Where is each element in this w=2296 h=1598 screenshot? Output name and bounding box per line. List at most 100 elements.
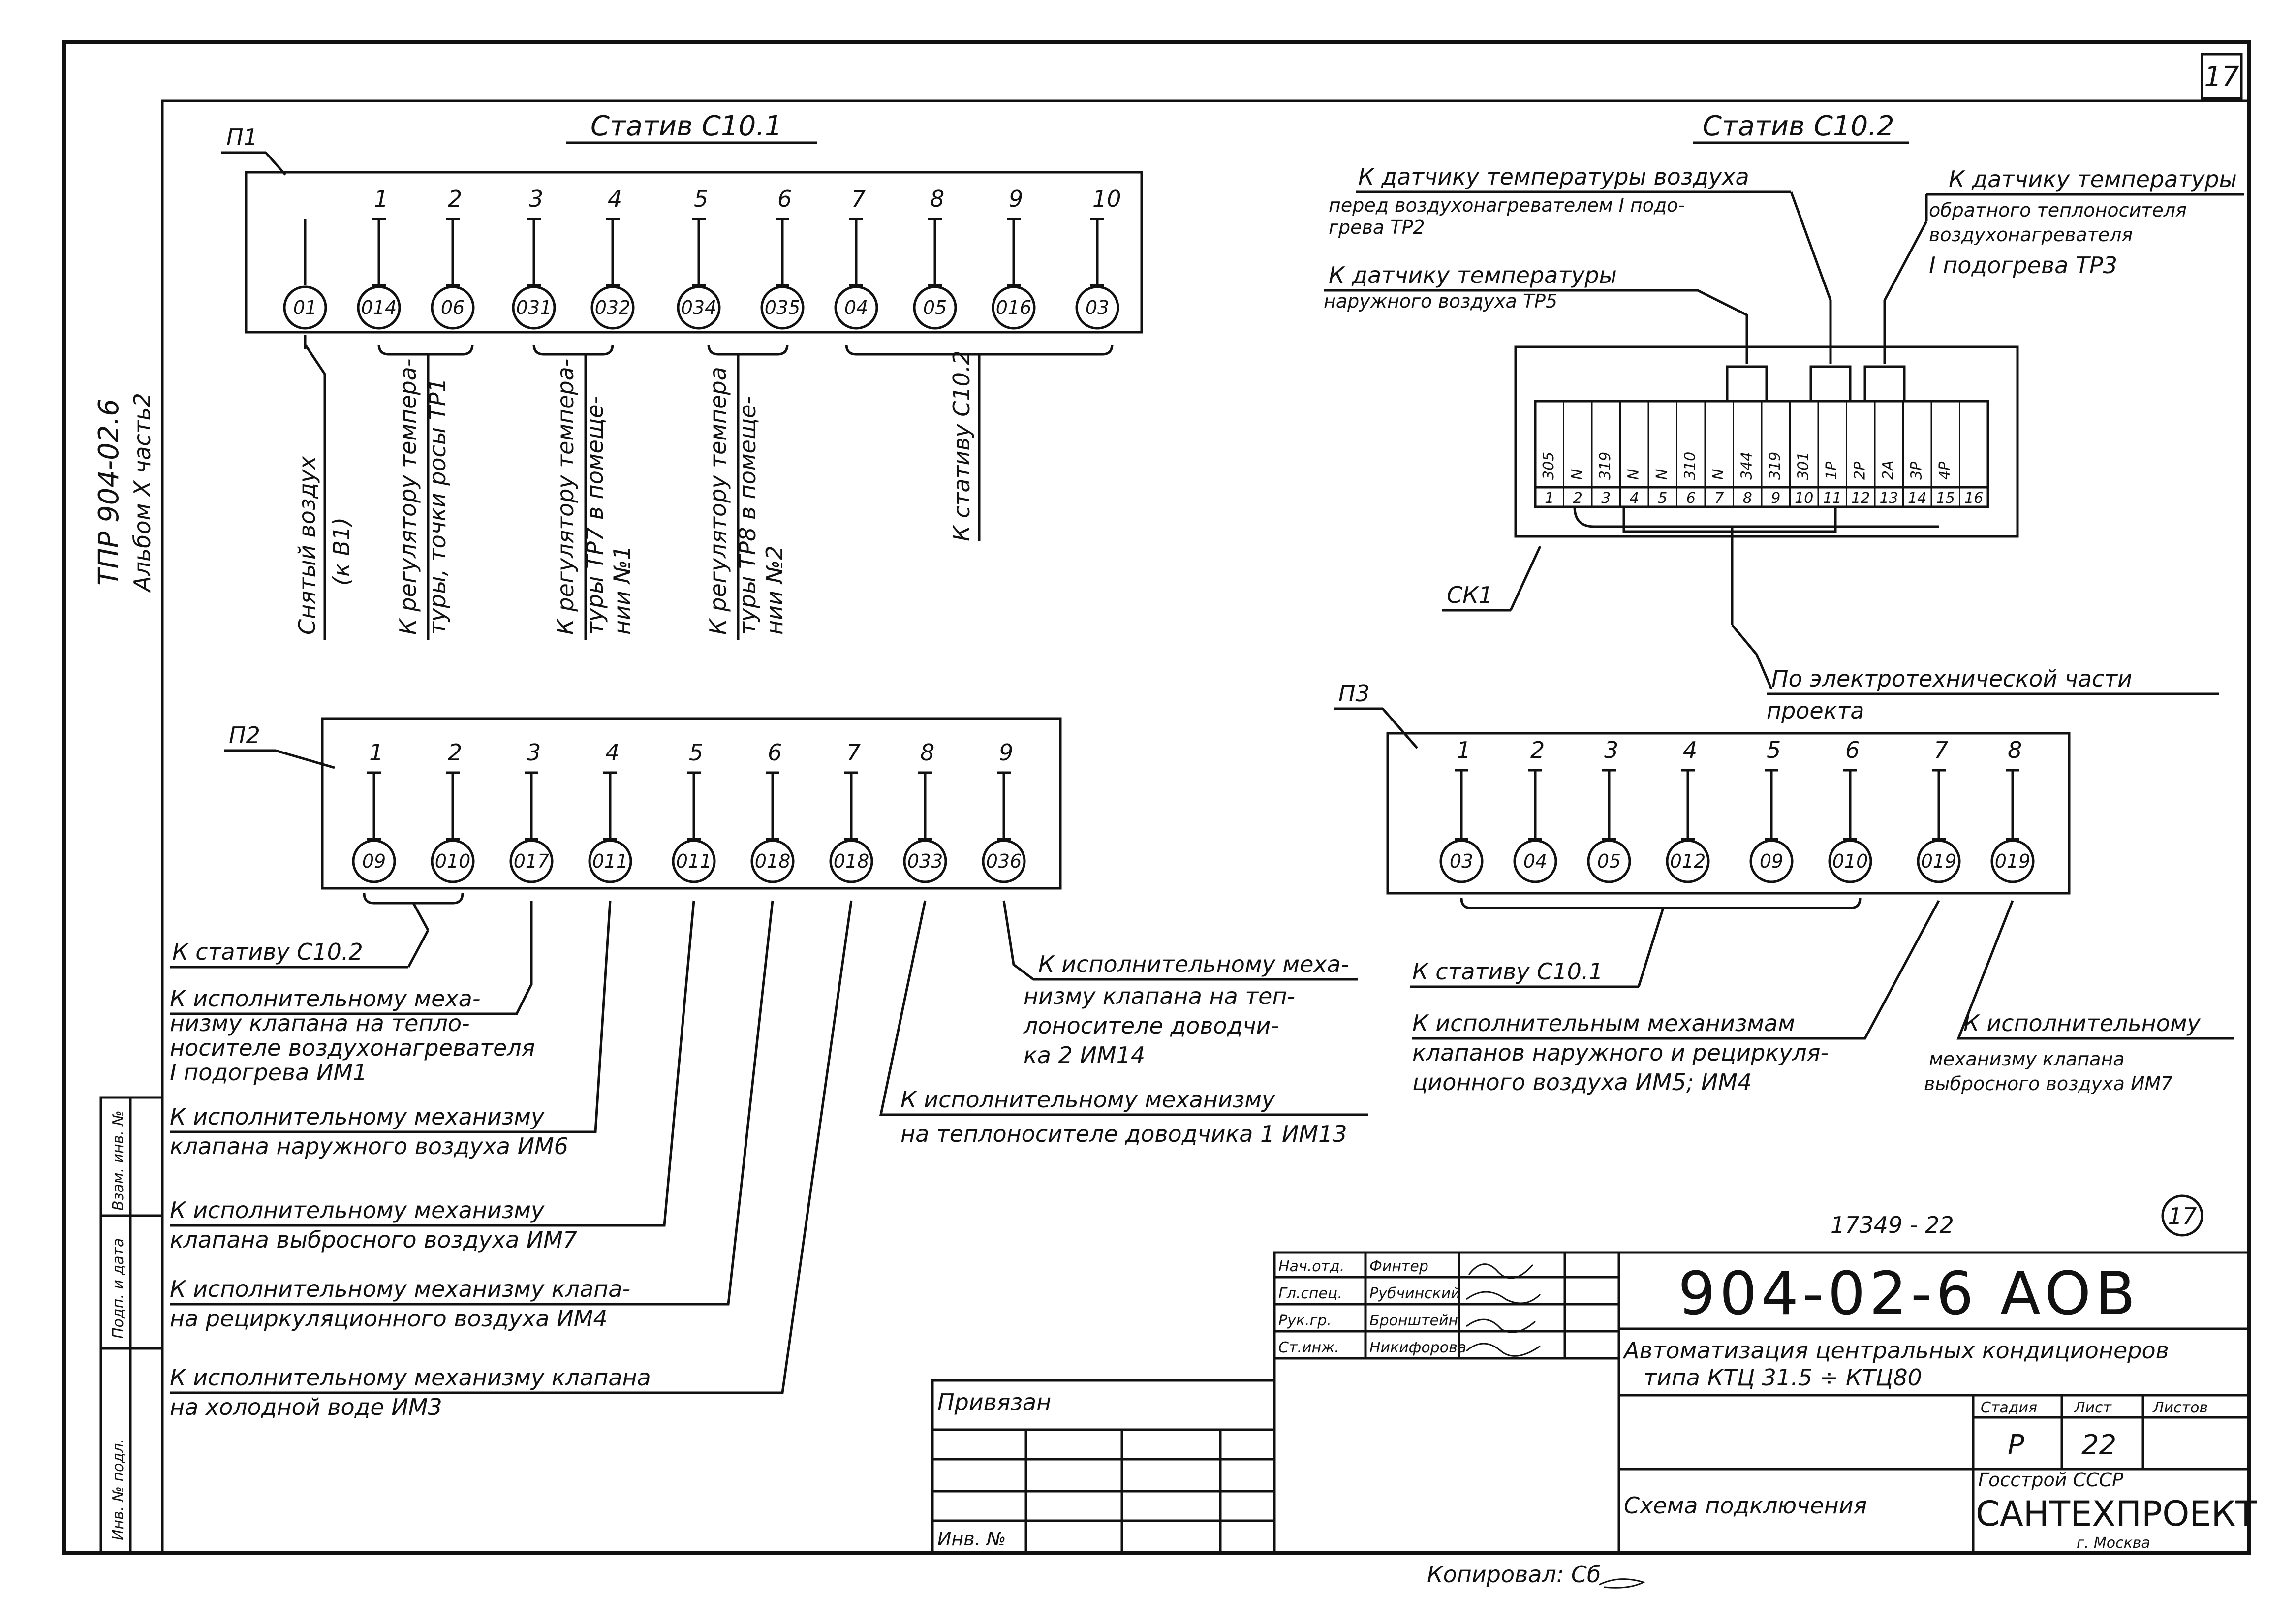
circuit-marker [1439, 839, 1484, 883]
circuit-label: 034 [681, 297, 717, 318]
terminal-number: 4 [608, 186, 622, 212]
circuit-label: 032 [595, 297, 631, 318]
circuit-marker [750, 839, 795, 883]
svg-text:К исполнительному механизму кл: К исполнительному механизму клапа- [170, 1276, 630, 1302]
svg-text:грева ТР2: грева ТР2 [1329, 217, 1425, 238]
terminal-number: 4 [1683, 737, 1697, 763]
svg-text:г. Москва: г. Москва [2077, 1535, 2150, 1552]
circuit-label: 018 [755, 850, 791, 872]
circuit-marker [1666, 839, 1710, 883]
svg-text:Бронштейн: Бронштейн [1369, 1312, 1458, 1329]
svg-text:(к В1): (к В1) [328, 517, 355, 586]
p3-frame [1386, 732, 2071, 895]
svg-text:I подогрева ТР3: I подогрева ТР3 [1929, 252, 2117, 279]
circuit-marker [1749, 839, 1794, 883]
svg-text:Листов: Листов [2152, 1399, 2208, 1416]
circuit-label: 017 [514, 850, 550, 872]
terminal-code: 319 [1767, 452, 1784, 480]
terminal-number: 5 [1767, 737, 1781, 763]
terminal-number: 1 [374, 186, 388, 212]
svg-text:По электротехнической части: По электротехнической части [1771, 665, 2132, 692]
svg-text:носителе воздухонагревателя: носителе воздухонагревателя [170, 1034, 535, 1061]
circuit-label: 036 [986, 850, 1022, 872]
circuit-marker [982, 839, 1026, 883]
circuit-label: 09 [1760, 850, 1783, 872]
c102-title: Статив С10.2 [1703, 110, 1894, 142]
circuit-marker [992, 285, 1036, 330]
side-strip: Взам. инв. № Подп. и дата Инв. № подл. [99, 1096, 164, 1554]
svg-text:низму клапана на тепло-: низму клапана на тепло- [170, 1010, 470, 1036]
terminal-number: 9 [1009, 186, 1023, 212]
circuit-label: 019 [1995, 850, 2031, 872]
svg-text:Ст.инж.: Ст.инж. [1278, 1339, 1339, 1356]
terminal-code: N [1625, 469, 1642, 480]
svg-text:Гл.спец.: Гл.спец. [1278, 1285, 1342, 1302]
svg-text:К регулятору темпера-: К регулятору темпера- [552, 359, 579, 635]
sheet-mark-box [2201, 53, 2243, 100]
p3-to-stand: К стативу С10.1 [1412, 958, 1603, 985]
circuit-label: 01 [293, 297, 317, 318]
p2-tag: П2 [229, 722, 260, 749]
terminal-code: 301 [1795, 452, 1812, 480]
svg-text:К исполнительному механизму кл: К исполнительному механизму клапана [170, 1364, 651, 1391]
circuit-marker [1917, 839, 1961, 883]
terminal-number: 5 [694, 186, 708, 212]
circuit-label: 05 [1597, 850, 1621, 872]
svg-text:Госстрой СССР: Госстрой СССР [1978, 1469, 2123, 1491]
terminal-index: 1 [1545, 490, 1554, 507]
svg-text:Нач.отд.: Нач.отд. [1278, 1258, 1344, 1275]
p3-tag: П3 [1338, 680, 1370, 707]
terminal-code: 310 [1681, 452, 1699, 480]
p1-tag: П1 [226, 124, 258, 151]
terminal-code: 305 [1540, 452, 1557, 480]
circuit-marker [512, 285, 556, 330]
terminal-number: 2 [448, 739, 462, 766]
terminal-number: 6 [768, 739, 782, 766]
copied-by: Копировал: Сб [1427, 1561, 1601, 1588]
circuit-marker [903, 839, 947, 883]
svg-text:К исполнительному механизму: К исполнительному механизму [900, 1086, 1275, 1113]
circuit-label: 06 [441, 297, 465, 318]
circuit-label: 011 [676, 850, 712, 872]
p2-frame [321, 717, 1062, 890]
terminal-number: 9 [999, 739, 1013, 766]
terminal-index: 6 [1686, 490, 1696, 507]
terminal-index: 3 [1601, 490, 1611, 507]
svg-text:типа КТЦ 31.5 ÷ КТЦ80: типа КТЦ 31.5 ÷ КТЦ80 [1644, 1364, 1922, 1391]
svg-text:Инв. №: Инв. № [937, 1528, 1006, 1550]
svg-text:на теплоносителе доводчика 1: на теплоносителе доводчика 1 ИМ13 [900, 1121, 1347, 1147]
circuit-label: 016 [996, 297, 1032, 318]
circuit-label: 018 [834, 850, 869, 872]
drawing-code: 904-02-6 АОВ [1678, 1260, 2140, 1328]
circuit-label: 012 [1670, 850, 1706, 872]
svg-text:К исполнительному механизму: К исполнительному механизму [170, 1197, 545, 1223]
circuit-marker [283, 285, 327, 330]
p1-frame [245, 171, 1143, 334]
svg-text:ционного воздуха ИМ5; ИМ4: ционного воздуха ИМ5; ИМ4 [1412, 1069, 1752, 1096]
terminal-number: 5 [689, 739, 703, 766]
svg-text:К регулятору темпера: К регулятору темпера [705, 367, 731, 635]
svg-text:лоносителе доводчи-: лоносителе доводчи- [1023, 1012, 1279, 1039]
terminal-number: 8 [930, 186, 944, 212]
terminal-number: 1 [369, 739, 383, 766]
svg-text:туры, точки росы ТР1: туры, точки росы ТР1 [424, 378, 451, 635]
terminal-index: 15 [1936, 490, 1955, 507]
terminal-code: 2P [1851, 461, 1868, 480]
svg-text:Автоматизация центральных конд: Автоматизация центральных кондиционеров [1622, 1337, 2169, 1364]
terminal-number: 6 [777, 186, 792, 212]
svg-text:нии №2: нии №2 [761, 545, 788, 635]
svg-text:на рециркуляционного воздуха И: на рециркуляционного воздуха ИМ4 [170, 1305, 608, 1332]
circuit-label: 04 [844, 297, 868, 318]
terminal-code: 319 [1597, 452, 1614, 480]
circuit-label: 031 [516, 297, 552, 318]
circuit-marker [590, 285, 635, 330]
circuit-marker [1990, 839, 2035, 883]
terminal-number: 8 [920, 739, 934, 766]
org-logo: САНТЕХПРОЕКТ [1976, 1494, 2257, 1534]
circuit-marker [677, 285, 721, 330]
terminal-box [1514, 345, 2019, 538]
terminal-index: 4 [1630, 490, 1639, 507]
svg-text:К датчику температуры воздуха: К датчику температуры воздуха [1358, 163, 1749, 190]
